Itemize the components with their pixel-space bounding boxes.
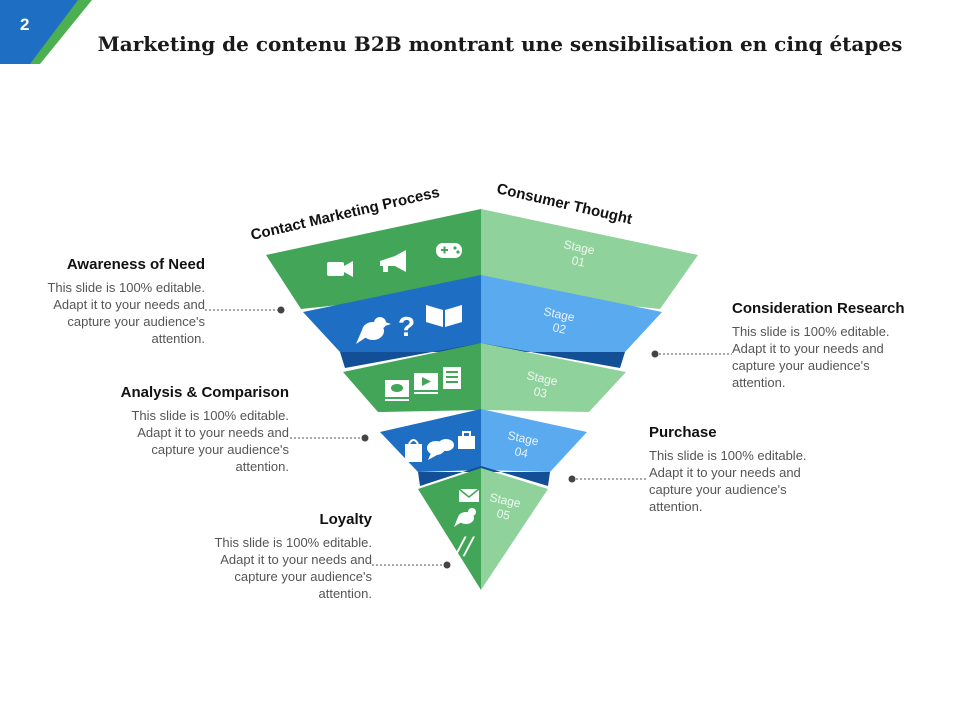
block-line: Adapt it to your needs and [53,297,205,312]
stage-02-band: Stage 02 ? [303,275,662,368]
stage-label: Stage [506,428,540,448]
consideration-research-block: Consideration Research This slide is 100… [732,300,952,391]
block-line: Adapt it to your needs and [220,552,372,567]
mail-icon [458,488,480,502]
block-heading: Analysis & Comparison [120,384,289,401]
bird-icon [454,508,476,527]
stage-number: 01 [570,253,586,270]
bird-icon [356,317,391,344]
purchase-block: Purchase This slide is 100% editable. Ad… [649,424,869,515]
question-icon: ? [398,311,415,342]
block-heading: Awareness of Need [66,256,205,273]
leader-lines [205,306,732,569]
block-line: This slide is 100% editable. [214,535,372,550]
block-line: capture your audience's [67,314,205,329]
megaphone-icon [380,250,406,272]
stage-number: 04 [513,444,529,461]
stage-number: 02 [551,320,567,337]
block-line: capture your audience's [732,358,870,373]
corner-badge [0,0,92,64]
chat-window-icon [385,380,409,401]
stage-number: 03 [532,384,548,401]
analysis-comparison-block: Analysis & Comparison This slide is 100%… [69,384,289,475]
awareness-of-need-block: Awareness of Need This slide is 100% edi… [0,256,205,347]
block-line: attention. [649,499,703,514]
block-heading: Loyalty [319,511,372,528]
block-line: Adapt it to your needs and [649,465,801,480]
stage-label: Stage [542,304,576,324]
block-line: Adapt it to your needs and [732,341,884,356]
stage-03-band: Stage 03 [343,343,626,412]
page-title: Marketing de contenu B2B montrant une se… [97,32,903,56]
stage-01-band: Stage 01 [266,209,698,309]
loyalty-block: Loyalty This slide is 100% editable. Ada… [152,511,372,602]
video-camera-icon [327,261,353,277]
stage-number: 05 [495,506,511,523]
stage-04-band: Stage 04 [380,409,587,486]
block-heading: Consideration Research [732,300,905,317]
book-icon [426,305,462,327]
block-line: This slide is 100% editable. [131,408,289,423]
speech-bubbles-icon [427,439,454,460]
block-line: capture your audience's [649,482,787,497]
block-line: attention. [318,586,373,601]
slide-number: 2 [20,15,30,34]
stage-label: Stage [525,368,559,388]
stage-label: Stage [488,490,522,510]
stage-label: Stage [562,237,596,257]
quote-icon: // [454,530,475,563]
briefcase-icon [458,431,475,449]
block-heading: Purchase [649,424,717,441]
block-line: Adapt it to your needs and [137,425,289,440]
block-line: capture your audience's [234,569,372,584]
block-line: This slide is 100% editable. [649,448,807,463]
block-line: This slide is 100% editable. [732,324,890,339]
block-line: attention. [235,459,290,474]
block-line: This slide is 100% editable. [47,280,205,295]
block-line: capture your audience's [151,442,289,457]
block-line: attention. [732,375,786,390]
block-line: attention. [151,331,206,346]
newspaper-icon [443,367,461,389]
stage-05-band: Stage 05 // [418,468,548,590]
play-icon [414,373,438,394]
bag-icon [405,439,422,462]
gamepad-icon [436,243,462,258]
